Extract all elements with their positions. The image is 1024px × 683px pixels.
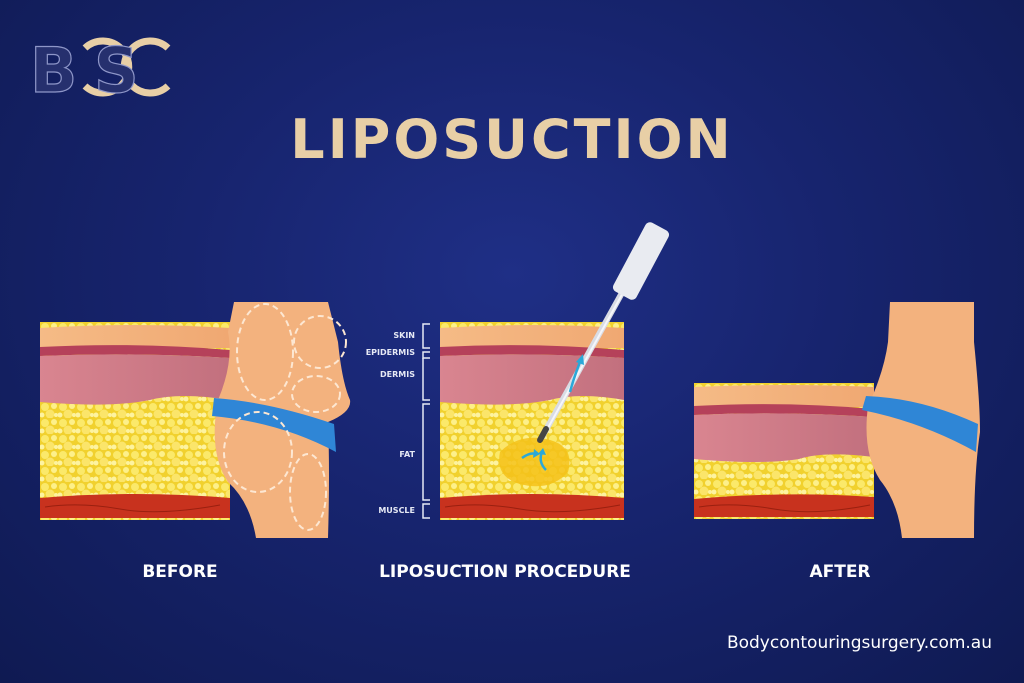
svg-text:B: B xyxy=(30,34,77,100)
before-body-silhouette xyxy=(210,302,360,538)
before-skin-section xyxy=(40,322,230,520)
layer-brackets xyxy=(420,322,436,520)
after-body-silhouette xyxy=(862,302,992,538)
bcsc-logo: B S xyxy=(30,30,180,100)
label-fat: FAT xyxy=(399,450,415,459)
svg-text:S: S xyxy=(94,34,139,100)
after-skin-section xyxy=(694,383,874,519)
caption-after: AFTER xyxy=(809,562,871,582)
page-title: LIPOSUCTION xyxy=(290,108,734,171)
caption-procedure: LIPOSUCTION PROCEDURE xyxy=(379,562,631,582)
label-epidermis: EPIDERMIS xyxy=(365,348,415,357)
procedure-skin-section xyxy=(440,322,624,520)
cannula-icon xyxy=(520,222,670,482)
website-link[interactable]: Bodycontouringsurgery.com.au xyxy=(726,633,992,653)
label-skin: SKIN xyxy=(393,331,415,340)
label-muscle: MUSCLE xyxy=(378,506,415,515)
caption-before: BEFORE xyxy=(142,562,218,582)
label-dermis: DERMIS xyxy=(380,370,415,379)
